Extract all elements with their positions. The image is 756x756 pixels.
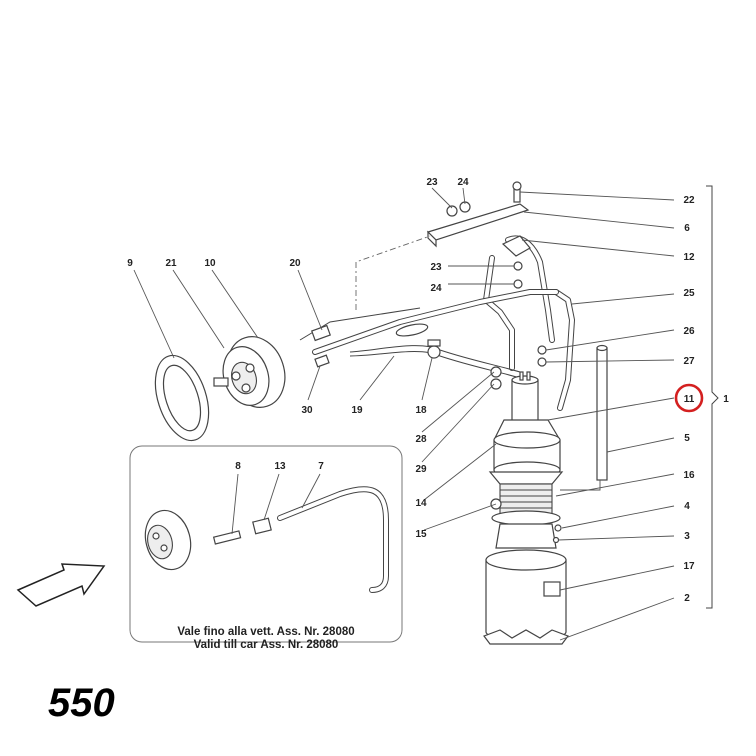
inset-note-italian: Vale fino alla vett. Ass. Nr. 28080 xyxy=(177,626,354,638)
callout-8: 8 xyxy=(235,461,241,472)
callout-1: 1 xyxy=(723,394,729,405)
filler-flange xyxy=(154,336,286,442)
callout-17: 17 xyxy=(683,561,695,572)
highlight-ring xyxy=(674,383,704,413)
direction-arrow-icon xyxy=(16,563,106,607)
callout-18: 18 xyxy=(415,405,427,416)
callout-5: 5 xyxy=(684,433,690,444)
callout-21: 21 xyxy=(165,258,177,269)
group-bracket xyxy=(706,185,719,609)
inset-note-english: Valid till car Ass. Nr. 28080 xyxy=(194,639,339,651)
callout-23a: 23 xyxy=(426,177,438,188)
model-number: 550 xyxy=(48,681,115,725)
callout-15: 15 xyxy=(415,529,427,540)
callout-23b: 23 xyxy=(430,262,442,273)
fuel-pipe-assembly xyxy=(483,235,575,411)
callout-7: 7 xyxy=(318,461,324,472)
callout-25: 25 xyxy=(683,288,695,299)
callout-2: 2 xyxy=(684,593,690,604)
callout-29: 29 xyxy=(415,464,427,475)
callout-10: 10 xyxy=(204,258,216,269)
callout-6: 6 xyxy=(684,223,690,234)
callout-3: 3 xyxy=(684,531,690,542)
callout-20: 20 xyxy=(289,258,301,269)
leader-lines xyxy=(133,187,675,641)
callout-24a: 24 xyxy=(457,177,469,188)
fuel-lines xyxy=(299,289,559,379)
fuel-pump xyxy=(483,345,569,645)
callout-9: 9 xyxy=(127,258,133,269)
callout-26: 26 xyxy=(683,326,695,337)
callout-14: 14 xyxy=(415,498,427,509)
callout-22: 22 xyxy=(683,195,695,206)
callout-11: 11 xyxy=(684,394,695,405)
bracket-rail xyxy=(426,181,530,289)
callout-28: 28 xyxy=(415,434,427,445)
inset-panel xyxy=(129,445,403,643)
callout-13: 13 xyxy=(274,461,286,472)
callout-27: 27 xyxy=(683,356,695,367)
vertical-tube xyxy=(596,344,608,481)
callout-30: 30 xyxy=(301,405,313,416)
callout-12: 12 xyxy=(683,252,695,263)
callout-4: 4 xyxy=(684,501,690,512)
callout-19: 19 xyxy=(351,405,363,416)
callout-16: 16 xyxy=(683,470,695,481)
callout-labels: 23 24 22 6 12 23 24 25 26 27 11 1 5 16 4… xyxy=(127,177,729,604)
callout-24b: 24 xyxy=(430,283,442,294)
